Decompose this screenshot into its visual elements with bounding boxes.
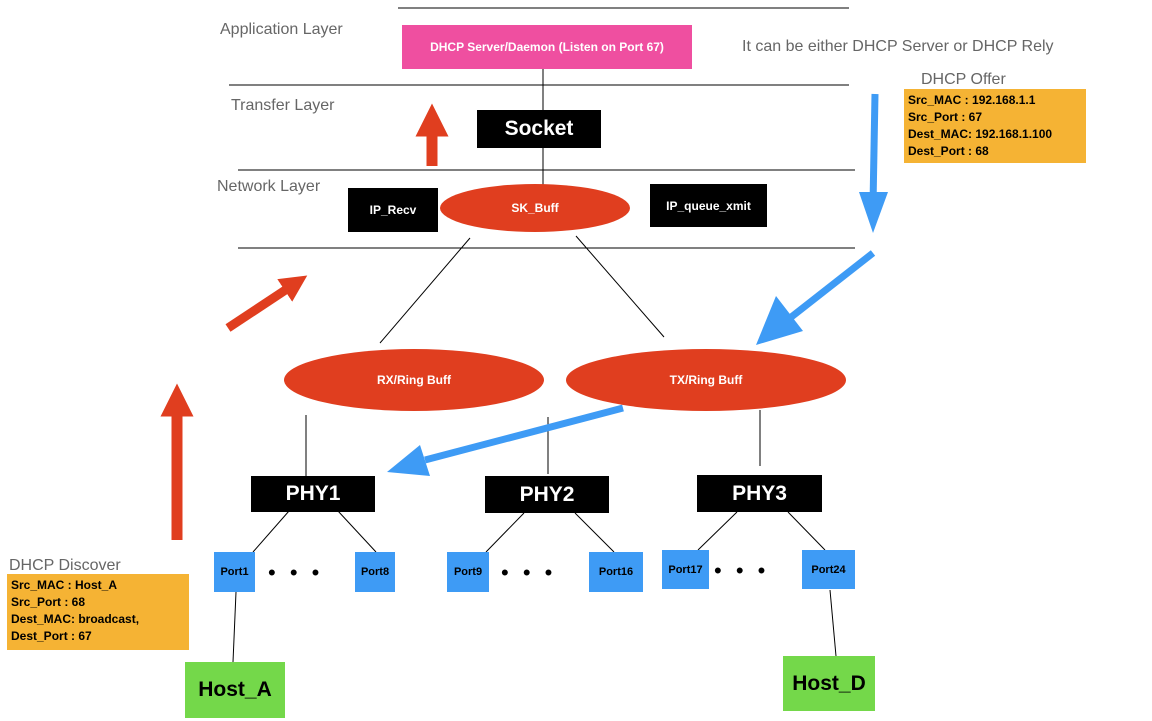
phy3-box: PHY3 <box>697 475 822 512</box>
dhcp-discover-note: Src_MAC : Host_A Src_Port : 68 Dest_MAC:… <box>7 574 189 650</box>
blue-arrow-to-tx <box>787 250 876 321</box>
discover-line: Dest_Port : 67 <box>11 629 92 643</box>
red-arrow-diagonal <box>225 275 308 332</box>
connector-phy2-port9 <box>485 512 525 553</box>
ip-recv-box: IP_Recv <box>348 188 438 232</box>
blue-arrow-to-phy1 <box>424 404 624 464</box>
connector-phy1-port1 <box>252 510 290 553</box>
port17: Port17 <box>662 550 709 589</box>
port16: Port16 <box>589 552 643 592</box>
rx-ring-buff-ellipse: RX/Ring Buff <box>284 349 544 411</box>
connector-port1-hosta <box>232 591 237 663</box>
ip-queue-xmit-box: IP_queue_xmit <box>650 184 767 227</box>
dhcp-discover-title: DHCP Discover <box>9 557 121 574</box>
ports-ellipsis-2: • • • <box>501 560 557 585</box>
offer-line: Src_Port : 67 <box>908 110 983 124</box>
port8: Port8 <box>355 552 395 592</box>
connector-skbuff-rx <box>379 237 471 344</box>
network-layer-label: Network Layer <box>217 178 321 195</box>
port9: Port9 <box>447 552 489 592</box>
offer-line: Dest_Port : 68 <box>908 144 989 158</box>
phy1-box: PHY1 <box>251 476 375 512</box>
connector-port24-hostd <box>829 589 837 657</box>
sk-buff-ellipse: SK_Buff <box>440 184 630 232</box>
server-or-relay-note: It can be either DHCP Server or DHCP Rel… <box>742 38 1054 55</box>
connector-phy2-port16 <box>574 512 615 553</box>
connector-phy3-port24 <box>787 511 826 551</box>
blue-arrowhead-to-phy1 <box>387 445 430 476</box>
offer-line: Dest_MAC: 192.168.1.100 <box>908 127 1053 141</box>
application-layer-label: Application Layer <box>220 21 343 38</box>
port24: Port24 <box>802 550 855 589</box>
port1: Port1 <box>214 552 255 592</box>
phy2-box: PHY2 <box>485 476 609 513</box>
transfer-layer-label: Transfer Layer <box>231 97 335 114</box>
dhcp-offer-note: Src_MAC : 192.168.1.1 Src_Port : 67 Dest… <box>904 89 1086 163</box>
ports-ellipsis-1: • • • <box>268 560 324 585</box>
discover-line: Src_Port : 68 <box>11 595 86 609</box>
connector-phy1-port8 <box>337 510 377 553</box>
connector-skbuff-tx <box>575 235 665 338</box>
discover-line: Dest_MAC: broadcast, <box>11 612 140 626</box>
blue-arrowhead-down <box>859 192 888 233</box>
dhcp-offer-title: DHCP Offer <box>921 71 1006 88</box>
connector-phy3-port17 <box>697 511 738 551</box>
socket-box: Socket <box>477 110 601 148</box>
dhcp-server-box: DHCP Server/Daemon (Listen on Port 67) <box>402 25 692 69</box>
blue-arrow-down <box>869 93 879 206</box>
offer-line: Src_MAC : 192.168.1.1 <box>908 93 1036 107</box>
host-d-box: Host_D <box>783 656 875 711</box>
host-a-box: Host_A <box>185 662 285 718</box>
ports-ellipsis-3: • • • <box>714 558 770 583</box>
discover-line: Src_MAC : Host_A <box>11 578 118 592</box>
blue-arrowhead-to-tx <box>756 296 803 345</box>
tx-ring-buff-ellipse: TX/Ring Buff <box>566 349 846 411</box>
